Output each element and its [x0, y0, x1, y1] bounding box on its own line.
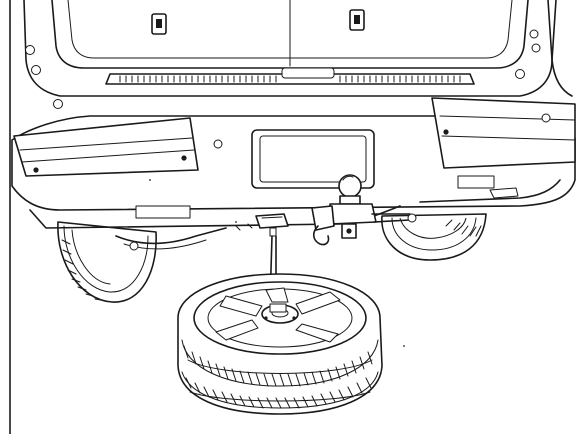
cable-retainer-plate: [269, 303, 287, 313]
left-lower-reflector: [135, 205, 191, 219]
right-hinge-bolt-lower: [531, 43, 541, 53]
trim-slots-right: [339, 75, 461, 83]
bumper-bolt-right: [541, 113, 551, 123]
rear-bumper: [11, 97, 576, 229]
tow-ball: [338, 174, 362, 198]
tow-ball-neck: [339, 195, 361, 205]
right-reflector-screw: [443, 129, 449, 135]
bumper-bolt-left: [213, 139, 223, 149]
left-body-bolt: [53, 99, 63, 109]
winch-mount-bracket: [255, 213, 289, 229]
license-plate-recess: [251, 129, 375, 189]
left-tire-tread: [61, 239, 102, 301]
left-reflector-screw-a: [33, 167, 39, 173]
spare-wheel: [177, 273, 383, 415]
left-reflector-screw-b: [181, 155, 187, 161]
right-rear-tire: [381, 213, 487, 261]
left-hinge-bolt-lower: [31, 65, 41, 75]
trim-slots-left: [119, 75, 277, 83]
hitch-bar: [329, 203, 377, 225]
hitch-bracket: [311, 205, 335, 231]
right-reflector: [431, 97, 576, 169]
tailgate-handle: [281, 67, 335, 79]
underbody-linkage: [115, 223, 253, 251]
left-reflector: [13, 117, 199, 177]
spare-tire-tread: [183, 345, 373, 409]
left-hinge-bolt-upper: [25, 45, 35, 55]
tow-hitch: [311, 174, 417, 246]
vehicle-rear-body: [23, 0, 573, 109]
hitch-safety-clip: [312, 225, 330, 246]
left-rear-tire: [57, 221, 157, 303]
winch-socket: [269, 227, 277, 237]
right-hinge-bolt-upper: [529, 29, 539, 39]
right-tire-tread: [445, 219, 482, 237]
right-body-bolt: [515, 69, 525, 79]
rim-spokes: [215, 287, 341, 343]
right-lower-reflector: [457, 175, 495, 189]
